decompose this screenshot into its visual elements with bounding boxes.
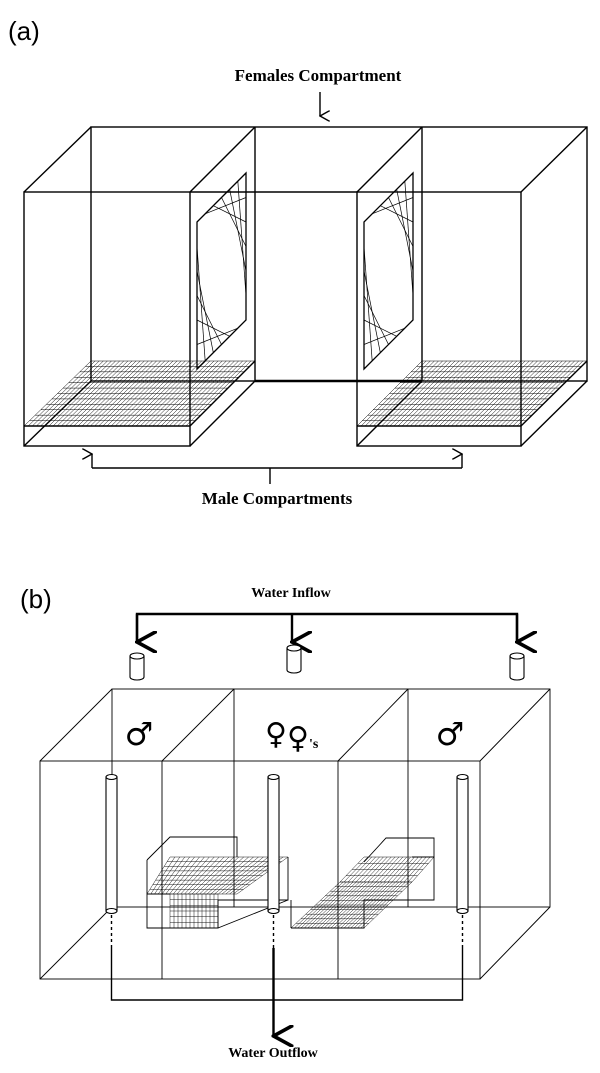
female-symbol-a: ♀ <box>265 717 287 752</box>
male-compartments-caption: Male Compartments <box>202 489 353 508</box>
females-compartment-caption: Females Compartment <box>235 66 402 85</box>
depth-b-top-right <box>479 688 551 762</box>
depth-b-divider-right <box>337 688 409 762</box>
panel-b-label: (b) <box>20 584 52 614</box>
tank-b-front-face <box>39 760 481 980</box>
right-platform-b <box>290 837 435 929</box>
inflow-manifold <box>135 612 519 640</box>
panel-b: (b) Water Inflow <box>20 584 551 1061</box>
outflow-manifold <box>110 948 464 1001</box>
depth-edge-bottom-divider-left <box>189 380 256 447</box>
male-symbol-right: ♂ <box>436 715 465 753</box>
tank-back-face <box>90 126 588 382</box>
depth-edge-bottom-divider-right <box>356 380 423 447</box>
standpipe-right <box>456 773 469 948</box>
depth-edge-top-left <box>23 126 92 193</box>
left-male-compartment-front <box>23 191 191 447</box>
right-mesh-floor <box>356 360 588 427</box>
depth-b-bottom-right <box>479 906 551 980</box>
inlet-tube-right <box>509 652 525 681</box>
left-platform-b <box>146 836 289 929</box>
female-symbol-b: ♀ <box>287 721 309 756</box>
left-mesh-floor <box>23 360 256 427</box>
depth-edge-divider-right <box>356 126 423 193</box>
water-outflow-caption: Water Outflow <box>228 1046 318 1061</box>
inlet-tube-left <box>129 652 145 681</box>
right-platform-mesh <box>290 856 435 929</box>
depth-b-divider-left <box>161 688 235 762</box>
standpipe-left <box>105 773 118 948</box>
left-divider-mesh-window <box>196 171 247 371</box>
depth-edge-top-right <box>520 126 588 193</box>
female-suffix: 's <box>309 737 319 752</box>
depth-edge-bottom-right <box>520 380 588 447</box>
right-male-compartment-front <box>356 191 522 447</box>
panel-a-label: (a) <box>8 16 40 46</box>
right-divider-mesh-window <box>363 171 414 371</box>
depth-b-top-left <box>39 688 113 762</box>
left-platform-mesh <box>146 856 289 929</box>
panel-a: (a) Females Compartment <box>8 16 588 508</box>
standpipe-middle <box>267 773 280 948</box>
depth-b-bottom-left <box>39 906 113 980</box>
male-symbol-left: ♂ <box>125 715 154 753</box>
tank-b-back-face <box>111 688 551 908</box>
water-inflow-caption: Water Inflow <box>251 586 331 601</box>
inlet-tube-middle <box>286 644 302 674</box>
depth-edge-divider-left <box>189 126 256 193</box>
